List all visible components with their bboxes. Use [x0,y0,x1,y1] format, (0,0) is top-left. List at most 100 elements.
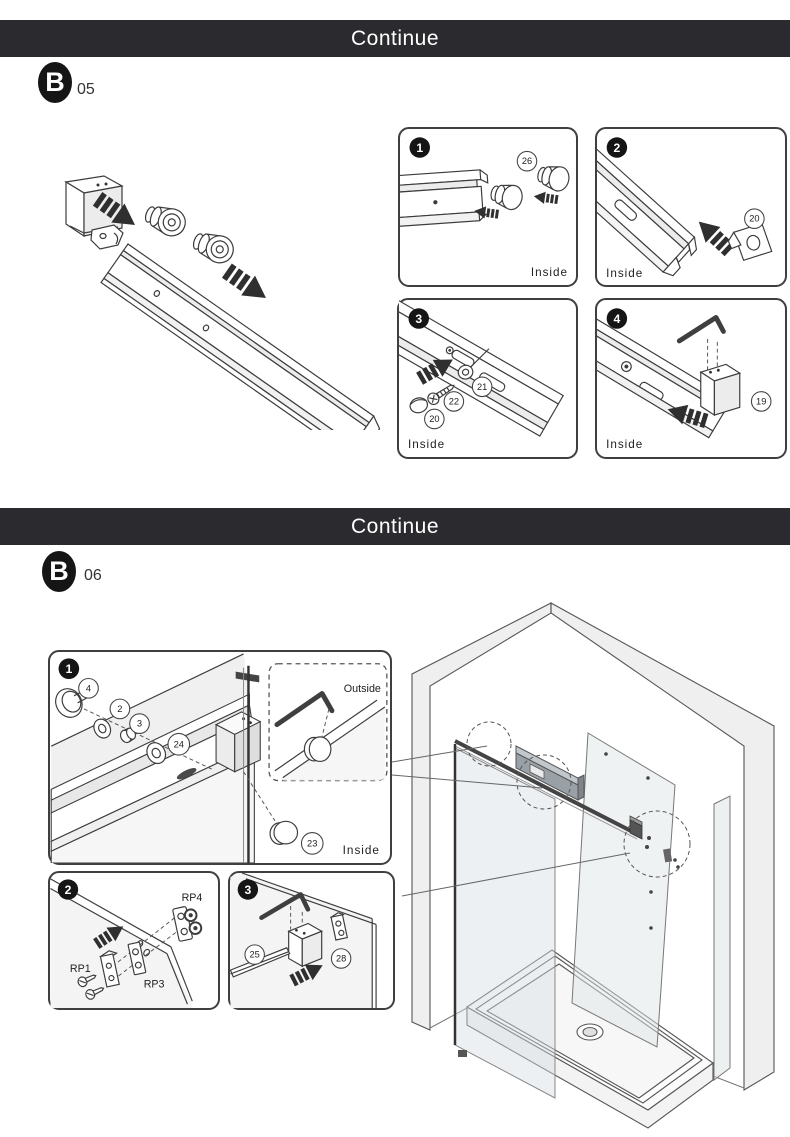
svg-text:2: 2 [614,141,621,155]
part-circle-24: 24 [167,732,191,756]
top-rail [100,243,381,430]
svg-text:1: 1 [65,662,72,676]
step-badge: 4 [606,308,628,329]
rp1-label: RP1 [70,963,91,975]
b05-panel-1: 26 Inside 1 [398,127,578,287]
roller-part-b [192,233,234,264]
rail-section [399,300,565,437]
inside-label: Inside [531,266,568,279]
svg-text:23: 23 [307,838,317,848]
svg-text:20: 20 [429,414,439,424]
step-badge: 3 [237,879,259,900]
part-circle-20: 20 [744,208,765,229]
part-circle-22: 22 [443,391,465,412]
knob-part [490,184,523,211]
part-circle-2: 2 [109,698,131,720]
catch-block-part [99,950,120,988]
allen-key-icon [677,317,724,341]
cover-cap-part [269,820,299,845]
wall-clip-part [90,224,124,250]
rail-section [400,169,489,228]
bracket-part [727,222,773,262]
arrow-icon [219,260,273,308]
end-cover-part [699,363,742,417]
rail-section [597,143,698,277]
svg-text:24: 24 [174,739,184,749]
inside-label: Inside [408,438,445,451]
part-circle-25: 25 [244,944,265,965]
svg-text:2: 2 [65,883,72,897]
svg-text:25: 25 [250,950,260,960]
b05-panel-4: 19 Inside 4 [595,298,787,459]
step-badge: 2 [57,879,79,900]
b06-panel-2: RP4 RP1 RP3 2 [48,871,220,1010]
step-number-05: 05 [77,81,95,98]
b06-panel-1: 4 2 3 24 23 [48,650,392,865]
step-badge: 1 [409,137,430,158]
screw-part [427,384,455,406]
svg-text:26: 26 [522,156,532,166]
svg-text:3: 3 [415,312,422,326]
step-badge: 3 [408,308,429,329]
b05-panel-3: 21 22 20 Inside 3 [397,298,578,459]
rp3-part [127,941,147,976]
svg-text:2: 2 [117,704,122,714]
svg-text:22: 22 [449,396,459,406]
continue-label: Continue [350,514,440,538]
fixed-glass-panel [571,732,676,1048]
svg-text:3: 3 [245,883,252,897]
rp4-part [172,906,203,942]
washer-part [93,718,112,739]
roller-holder-block [214,711,262,773]
rp3-label: RP3 [144,979,165,991]
svg-text:1: 1 [416,141,423,155]
bumper-part-28 [329,912,348,941]
continue-label: Continue [350,26,440,50]
part-circle-19: 19 [750,391,772,412]
step-letter: B [45,67,65,97]
roller-part-a [144,206,186,237]
rp1-screws [77,974,105,1000]
step-badge-b06: B [42,551,76,592]
svg-text:19: 19 [756,396,766,406]
nut-part [119,727,137,744]
b06-panel-3: 25 28 3 [228,871,395,1010]
outside-label: Outside [344,683,381,695]
washer-part [457,364,474,380]
washer-part [146,742,167,765]
inside-label: Inside [606,267,643,280]
right-glass-panel [713,795,731,1081]
part-circle-21: 21 [471,376,493,398]
step-letter: B [49,556,69,586]
b05-exploded-rail-illustration [64,175,381,430]
svg-text:4: 4 [86,683,91,693]
outside-detail-inset: Outside [268,663,388,782]
panel-connector-hardware [629,815,680,869]
shower-enclosure-3d-view [392,602,775,1129]
part-circle-26: 26 [516,150,538,172]
rp4-label: RP4 [182,892,203,904]
continue-bar-middle: Continue [0,508,790,545]
svg-text:28: 28 [336,953,346,963]
door-edge [235,665,260,863]
cap-part [409,397,429,414]
sliding-door [453,739,638,1099]
detail-highlight-circles [466,721,691,878]
cover-box-part [287,922,324,968]
svg-text:4: 4 [613,312,620,326]
inside-label: Inside [343,844,380,857]
leader-lines [392,745,631,897]
soft-close-damper [515,745,585,801]
svg-text:3: 3 [137,719,142,729]
walls [411,602,775,1091]
part-circle-3: 3 [129,713,150,734]
part-circle-23: 23 [300,832,324,855]
part-circle-28: 28 [330,948,352,969]
inside-label: Inside [606,438,643,451]
part-circle-4: 4 [78,677,99,699]
step-badge: 2 [606,137,628,158]
step-badge: 1 [58,658,80,679]
part-circle-20: 20 [424,408,445,430]
knob-part [537,166,570,192]
